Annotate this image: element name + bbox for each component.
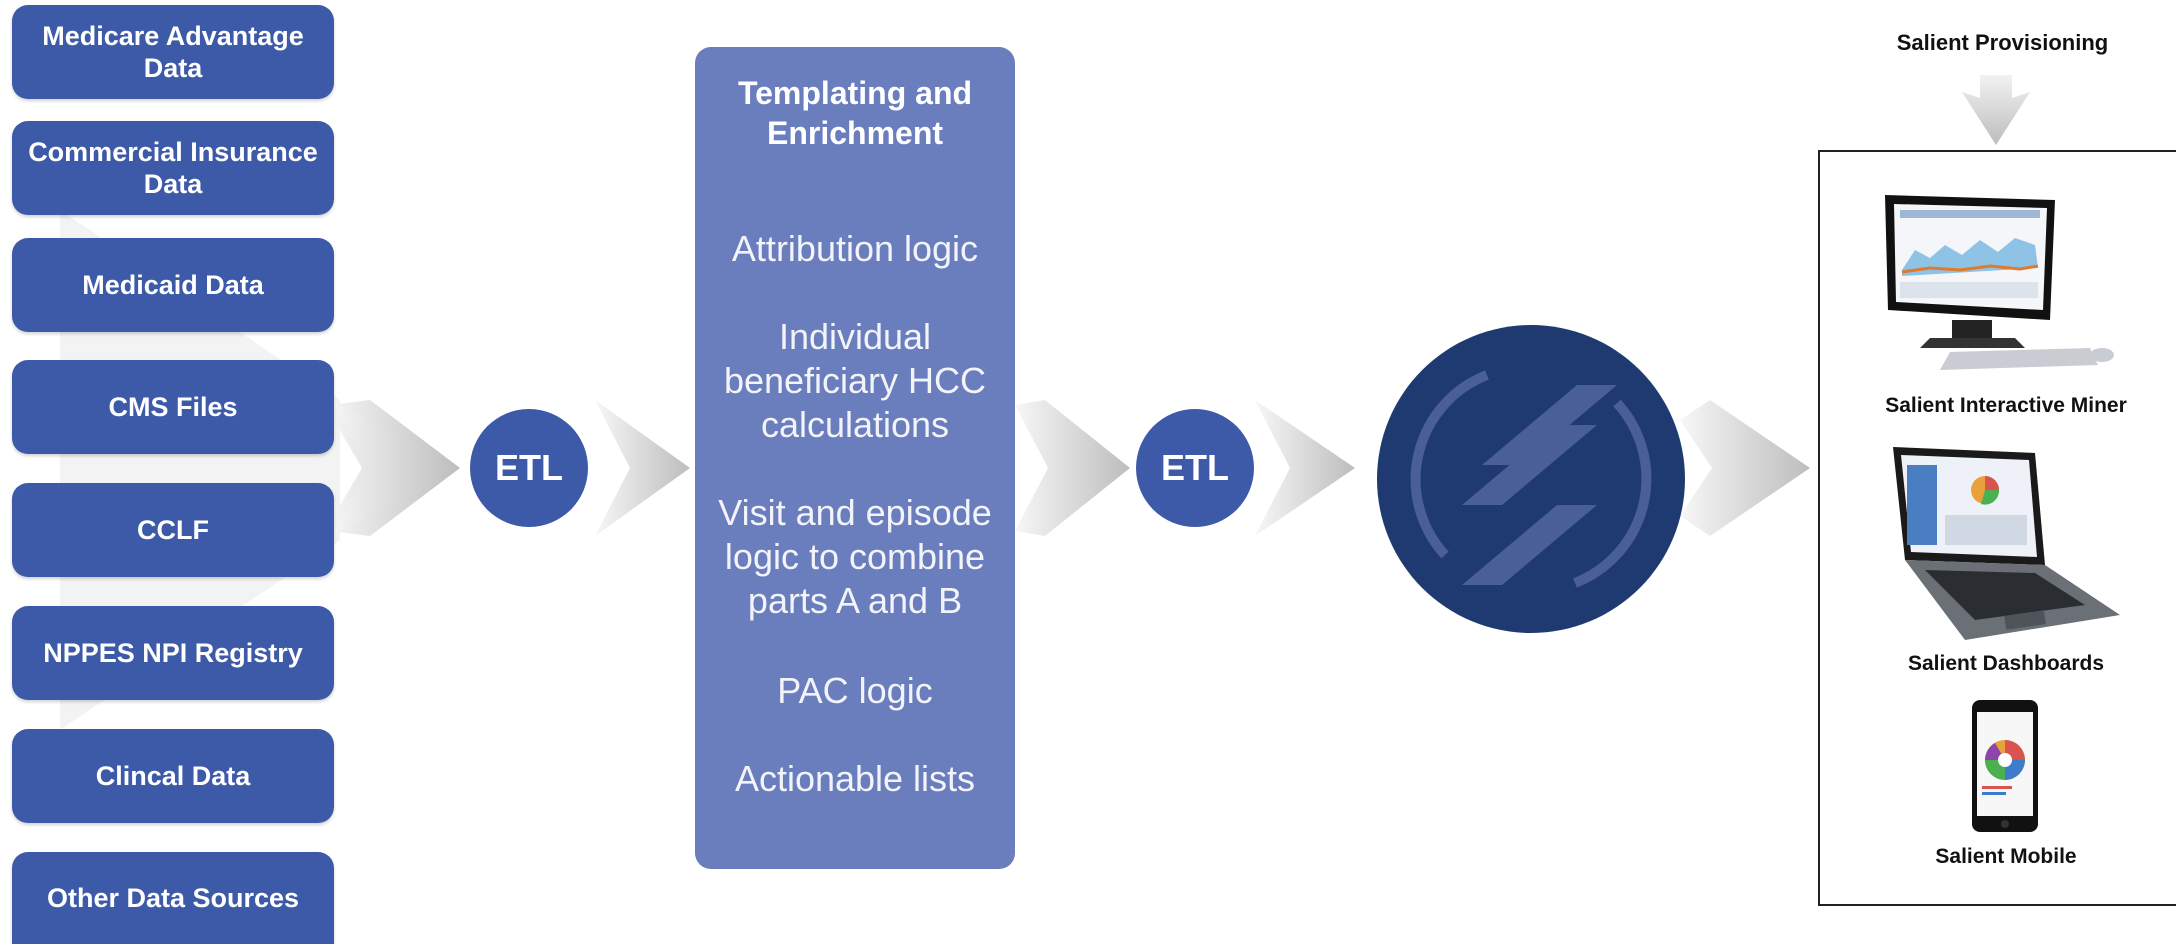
templating-item: Individual beneficiary HCC calculations: [723, 316, 987, 445]
templating-item: Visit and episode logic to combine parts…: [718, 492, 992, 621]
source-other: Other Data Sources: [12, 852, 334, 944]
etl-node-1: ETL: [470, 409, 588, 527]
source-label: CMS Files: [108, 392, 238, 422]
output-label-dashboards: Salient Dashboards: [1907, 652, 2105, 675]
source-label: Medicare Advantage Data: [42, 21, 304, 83]
source-label: Clincal Data: [95, 761, 251, 791]
source-cclf: CCLF: [12, 483, 334, 577]
arrow-provisioning-down: [1962, 75, 2030, 145]
source-medicaid: Medicaid Data: [12, 238, 334, 332]
arrow-templating-to-etl2: [1015, 400, 1130, 536]
templating-item: PAC logic: [777, 670, 933, 711]
etl-label: ETL: [1161, 447, 1229, 488]
templating-item: Actionable lists: [734, 758, 976, 799]
smartphone-icon: [1972, 700, 2038, 832]
source-cms-files: CMS Files: [12, 360, 334, 454]
etl-node-2: ETL: [1136, 409, 1254, 527]
source-label: CCLF: [137, 515, 209, 545]
source-label: Medicaid Data: [82, 270, 264, 300]
output-label-interactive-miner: Salient Interactive Miner: [1885, 394, 2127, 417]
arrow-etl2-to-engine: [1255, 400, 1355, 536]
source-label: NPPES NPI Registry: [43, 638, 303, 668]
desktop-monitor-icon: [1885, 195, 2114, 370]
templating-enrichment-box: Templating and Enrichment Attribution lo…: [695, 47, 1015, 869]
laptop-icon: [1893, 447, 2120, 640]
etl-label: ETL: [495, 447, 563, 488]
source-label: Commercial Insurance Data: [28, 137, 318, 199]
provisioning-label: Salient Provisioning: [1896, 30, 2109, 55]
templating-item: Attribution logic: [731, 228, 979, 269]
source-clinical-data: Clincal Data: [12, 729, 334, 823]
source-label: Other Data Sources: [46, 883, 300, 913]
source-medicare-advantage: Medicare Advantage Data: [12, 5, 334, 99]
source-nppes: NPPES NPI Registry: [12, 606, 334, 700]
converge-shadow: [60, 210, 340, 730]
arrow-engine-to-outputs: [1680, 400, 1810, 536]
salient-logo-icon: [1377, 325, 1685, 633]
arrow-sources-to-etl-head: [330, 400, 460, 536]
arrow-etl1-to-templating: [595, 400, 690, 536]
templating-title: Templating and Enrichment: [737, 75, 973, 151]
source-commercial-insurance: Commercial Insurance Data: [12, 121, 334, 215]
output-label-mobile: Salient Mobile: [1935, 845, 2077, 868]
